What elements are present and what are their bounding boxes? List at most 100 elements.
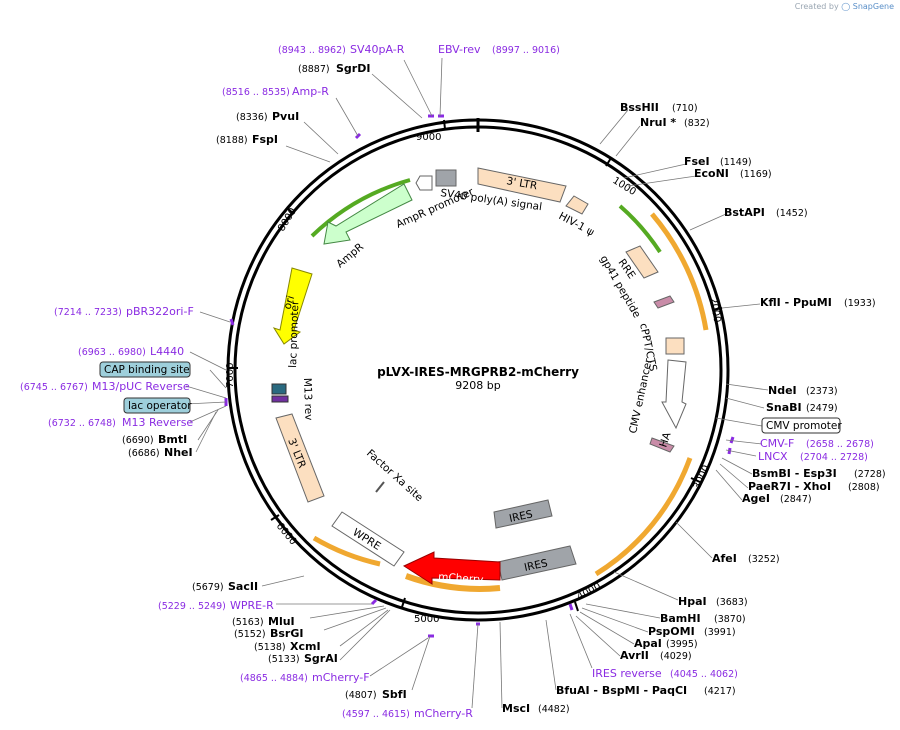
features bbox=[271, 167, 687, 585]
primer-position: (2658 .. 2678) bbox=[806, 439, 874, 450]
primer-label: M13/pUC Reverse bbox=[92, 380, 190, 393]
site-label: FseI bbox=[684, 155, 710, 168]
feature-3-ltr-top bbox=[477, 167, 567, 203]
primer-label: CMV-F bbox=[760, 437, 794, 450]
primer-position: (8943 .. 8962) bbox=[278, 45, 346, 56]
feature-cppt bbox=[665, 337, 685, 355]
site-label: BsmBI - Esp3I bbox=[752, 467, 837, 480]
site-position: (1452) bbox=[776, 208, 808, 219]
orf-arc-lower-left bbox=[312, 535, 381, 567]
site-position: (8336) bbox=[236, 112, 268, 123]
site-position: (1169) bbox=[740, 169, 772, 180]
feature-label: mCherry bbox=[438, 571, 484, 586]
primer-label: WPRE-R bbox=[230, 599, 274, 612]
feature-label: Factor Xa site bbox=[364, 447, 425, 504]
site-label: SacII bbox=[228, 580, 258, 593]
cap-binding-site-box bbox=[99, 361, 191, 378]
watermark-prefix: Created by bbox=[794, 2, 839, 11]
site-label: BamHI bbox=[660, 612, 701, 625]
primer-label: Amp-R bbox=[292, 85, 329, 98]
site-label: NruI * bbox=[640, 116, 676, 129]
site-label: NdeI bbox=[768, 384, 797, 397]
primer-position: (4865 .. 4884) bbox=[240, 673, 308, 684]
cap-binding-site-label: CAP binding site bbox=[104, 364, 190, 376]
site-position: (3995) bbox=[666, 639, 698, 650]
feature-ampr-promoter bbox=[415, 175, 433, 191]
site-label: SbfI bbox=[382, 688, 407, 701]
feature-label: ori bbox=[281, 294, 297, 311]
feature-label: HIV-1 ψ bbox=[557, 210, 597, 239]
leader-lines bbox=[185, 57, 769, 709]
tick-label: 1000 bbox=[610, 175, 637, 198]
site-label: PvuI bbox=[272, 110, 299, 123]
feature-label: CMV enhancer bbox=[627, 357, 655, 435]
site-position: (2479) bbox=[806, 403, 838, 414]
cmv-promoter-label: CMV promoter bbox=[766, 420, 842, 432]
feature-hiv-psi bbox=[565, 195, 589, 215]
site-position: (710) bbox=[672, 103, 698, 114]
site-label: PaeR7I - XhoI bbox=[748, 480, 831, 493]
feature-rre bbox=[625, 245, 659, 279]
site-label: PspOMI bbox=[648, 625, 695, 638]
primer-position: (6963 .. 6980) bbox=[78, 347, 146, 358]
site-position: (6690) bbox=[122, 435, 154, 446]
watermark-brand: SnapGene bbox=[852, 2, 894, 11]
orf-highlights bbox=[310, 178, 709, 592]
primer-label: L4440 bbox=[150, 345, 184, 358]
site-label: FspI bbox=[252, 133, 278, 146]
primer-position: (6732 .. 6748) bbox=[48, 418, 116, 429]
primer-label: LNCX bbox=[758, 450, 788, 463]
primer-position: (8516 .. 8535) bbox=[222, 87, 290, 98]
tick-label: 2000 bbox=[707, 297, 722, 324]
primer-mark bbox=[370, 598, 378, 606]
tick-marks bbox=[229, 119, 723, 612]
primer-position: (4045 .. 4062) bbox=[670, 669, 738, 680]
tick-label: 6000 bbox=[274, 521, 299, 548]
site-label: HpaI bbox=[678, 595, 707, 608]
site-position: (2808) bbox=[848, 482, 880, 493]
primer-label: pBR322ori-F bbox=[126, 305, 194, 318]
site-label: SnaBI bbox=[766, 401, 802, 414]
restriction-site-labels-left: (4807) SbfI (5133) SgrAI (5138) XcmI (51… bbox=[122, 62, 407, 701]
site-position: (2847) bbox=[780, 494, 812, 505]
feature-3-ltr-left bbox=[275, 413, 325, 503]
snapgene-watermark: Created by ◯ SnapGene bbox=[795, 2, 894, 11]
site-position: (5163) bbox=[232, 617, 264, 628]
feature-factor-xa-site bbox=[375, 481, 385, 493]
site-position: (2373) bbox=[806, 386, 838, 397]
site-position: (3991) bbox=[704, 627, 736, 638]
feature-ires-inner bbox=[493, 499, 553, 529]
primer-mark bbox=[568, 603, 574, 611]
site-position: (3252) bbox=[748, 554, 780, 565]
site-position: (5138) bbox=[254, 642, 286, 653]
site-position: (4807) bbox=[345, 690, 377, 701]
site-label: MscI bbox=[502, 702, 530, 715]
site-label: BstAPI bbox=[724, 206, 765, 219]
orf-arc-right bbox=[650, 212, 709, 331]
feature-label: 3' LTR bbox=[505, 175, 538, 192]
feature-gp41-peptide bbox=[653, 295, 675, 309]
site-position: (3870) bbox=[714, 614, 746, 625]
site-position: (5133) bbox=[268, 654, 300, 665]
plasmid-name: pLVX-IRES-MRGPRB2-mCherry bbox=[377, 365, 579, 379]
primer-label: M13 Reverse bbox=[122, 416, 193, 429]
site-position: (5679) bbox=[192, 582, 224, 593]
lac-operator-label: lac operator bbox=[128, 400, 192, 412]
site-position: (5152) bbox=[234, 629, 266, 640]
site-label: EcoNI bbox=[694, 167, 729, 180]
site-label: ApaI bbox=[634, 637, 662, 650]
site-label: BmtI bbox=[158, 433, 187, 446]
primer-position: (2704 .. 2728) bbox=[800, 452, 868, 463]
primer-labels: (8943 .. 8962) SV40pA-R EBV-rev (8997 ..… bbox=[20, 43, 874, 720]
feature-label: IRES bbox=[508, 508, 534, 525]
site-label: BsrGI bbox=[270, 627, 303, 640]
site-position: (8887) bbox=[298, 64, 330, 75]
feature-sv40-polya bbox=[435, 169, 457, 187]
cmv-promoter-box bbox=[761, 417, 841, 434]
feature-label: AmpR bbox=[334, 241, 366, 270]
plasmid-length: 9208 bp bbox=[455, 379, 500, 392]
feature-ampr bbox=[323, 183, 413, 245]
site-position: (1933) bbox=[844, 298, 876, 309]
site-label: XcmI bbox=[290, 640, 321, 653]
feature-label: lac promoter bbox=[287, 300, 301, 368]
